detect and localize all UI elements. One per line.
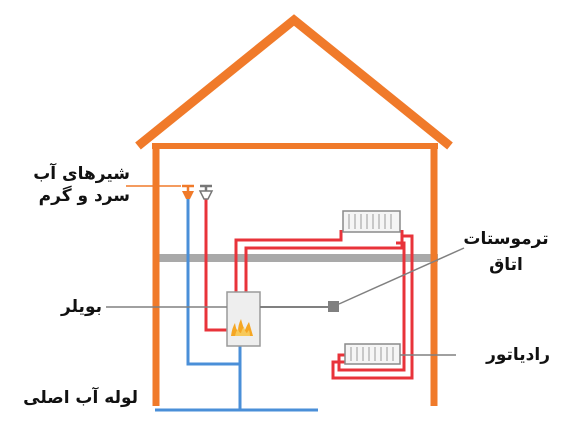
- hot-pipe-to-faucet: [204, 196, 228, 332]
- flame-icon: [231, 319, 253, 336]
- boiler: [226, 291, 261, 347]
- upper-drop-outer: [331, 234, 414, 380]
- thermostat-label-line1: ترموستات: [463, 229, 549, 249]
- upper-return-pipe: [244, 230, 404, 293]
- radiator-lower: [344, 343, 401, 365]
- cold-pipe-to-faucet: [186, 196, 240, 366]
- faucets-label: شیرهای آب سرد و گرم: [10, 163, 130, 207]
- thermostat-label: ترموستات اتاق: [458, 226, 554, 278]
- radiator-label: رادیاتور: [486, 345, 550, 365]
- house-outline: [135, 14, 453, 406]
- room-thermostat: [328, 301, 339, 312]
- thermostat-label-line2: اتاق: [489, 255, 523, 275]
- leader-thermostat: [338, 247, 465, 305]
- cold-water-faucet: [198, 184, 214, 200]
- leader-lines: [106, 185, 465, 356]
- radiator-upper: [342, 210, 401, 233]
- upper-flow-pipe: [234, 230, 343, 293]
- hot-water-pipes: [204, 196, 414, 380]
- cold-water-pipes: [155, 196, 318, 412]
- faucets-label-line2: سرد و گرم: [38, 186, 130, 206]
- boiler-label: بویلر: [61, 297, 102, 317]
- house-roof: [135, 14, 453, 150]
- floor-slab: [156, 254, 438, 262]
- upper-drop-inner: [337, 241, 406, 372]
- faucets-label-line1: شیرهای آب: [33, 164, 130, 184]
- main-pipe-label: لوله آب اصلی: [23, 388, 138, 408]
- hot-water-faucet: [182, 184, 194, 199]
